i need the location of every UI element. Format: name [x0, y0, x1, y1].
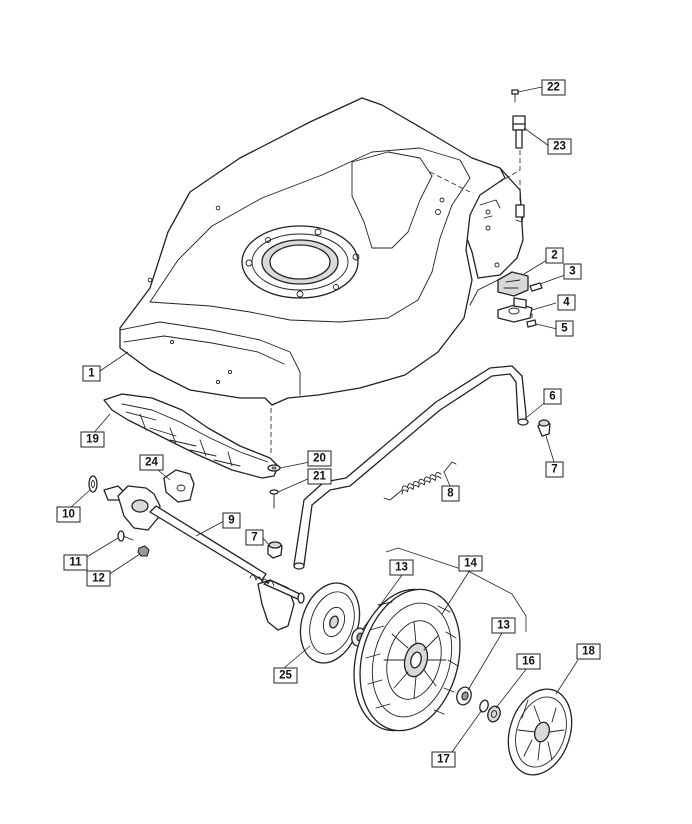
callout-2: 2	[545, 247, 564, 264]
washer-16	[487, 705, 501, 723]
bearing-13-right	[456, 686, 472, 706]
callout-label: 18	[582, 646, 595, 658]
callout-24: 24	[139, 454, 164, 471]
height-adjust-lever-6	[293, 365, 529, 570]
screw-3	[529, 282, 543, 292]
callout-7-right: 7	[545, 461, 564, 478]
hub-cap-18	[507, 688, 573, 776]
screw-22	[511, 89, 519, 103]
wheel-14	[353, 588, 461, 732]
bushing-7-left	[267, 541, 283, 559]
callout-label: 7	[251, 532, 257, 544]
callout-13-left: 13	[389, 559, 414, 576]
callout-10: 10	[56, 506, 81, 523]
callout-label: 25	[279, 670, 292, 682]
screw-5	[526, 313, 537, 328]
callout-3: 3	[563, 263, 582, 280]
bracket-24	[163, 469, 195, 503]
callout-label: 19	[86, 434, 99, 446]
callout-23: 23	[547, 138, 572, 155]
bracket-2	[497, 271, 529, 297]
callout-9: 9	[222, 512, 241, 529]
callout-label: 6	[549, 391, 555, 403]
callout-16: 16	[516, 653, 541, 670]
callout-label: 10	[62, 509, 75, 521]
callout-label: 12	[92, 573, 105, 585]
callout-label: 5	[561, 323, 568, 335]
washer-10	[88, 475, 98, 493]
callout-6: 6	[543, 388, 562, 405]
callout-label: 2	[551, 250, 557, 262]
wheel-group-bracket	[385, 547, 527, 632]
callout-label: 17	[437, 754, 450, 766]
callout-17: 17	[431, 751, 456, 768]
callout-7-left: 7	[245, 529, 264, 546]
screw-21	[269, 489, 279, 509]
callout-13-right: 13	[491, 617, 516, 634]
callout-label: 3	[569, 266, 575, 278]
callout-1: 1	[82, 365, 101, 382]
front-cover-19	[103, 393, 279, 479]
callout-label: 9	[228, 515, 234, 527]
callout-12: 12	[86, 570, 111, 587]
nut-12	[137, 545, 150, 557]
callout-5: 5	[555, 320, 574, 337]
bushing-7-right	[537, 419, 551, 437]
callout-label: 13	[395, 562, 408, 574]
callout-8: 8	[441, 485, 460, 502]
washer-20	[267, 464, 281, 472]
pin-23	[512, 115, 526, 149]
callout-22: 22	[541, 79, 566, 96]
callout-25: 25	[273, 667, 298, 684]
callout-label: 11	[69, 557, 82, 569]
callout-label: 14	[464, 558, 477, 570]
callout-label: 7	[551, 464, 557, 476]
callout-label: 22	[547, 82, 560, 94]
callout-label: 8	[447, 488, 454, 500]
callout-label: 16	[522, 656, 535, 668]
mower-deck	[119, 97, 525, 406]
bolt-11	[117, 530, 134, 542]
callout-label: 20	[313, 453, 326, 465]
callout-11: 11	[63, 554, 88, 571]
axle-9	[103, 485, 305, 631]
washer-17	[479, 699, 489, 713]
callout-label: 4	[563, 297, 570, 309]
callout-label: 1	[88, 368, 95, 380]
spring-8	[383, 461, 457, 501]
clamp-4	[497, 297, 533, 323]
callout-label: 21	[313, 471, 326, 483]
callout-18: 18	[576, 643, 601, 660]
alignment-line	[499, 150, 521, 205]
callout-4: 4	[557, 294, 576, 311]
callout-label: 23	[553, 141, 566, 153]
callout-label: 13	[497, 620, 510, 632]
callout-20: 20	[307, 450, 332, 467]
leader-lines	[69, 86, 579, 753]
callout-14: 14	[458, 555, 483, 572]
callout-label: 24	[145, 457, 158, 469]
callout-21: 21	[307, 468, 332, 485]
callout-19: 19	[80, 431, 105, 448]
